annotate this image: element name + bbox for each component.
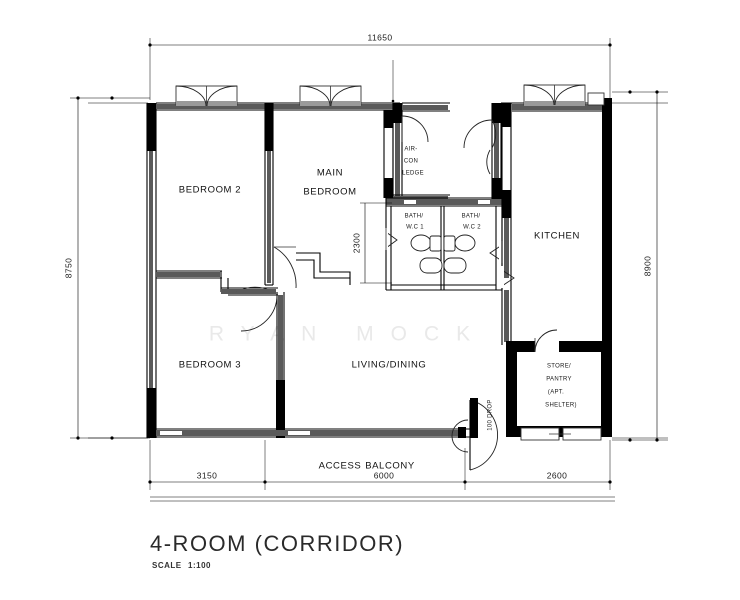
label-bath1-1: BATH/ <box>405 214 424 220</box>
window-bedroom-2 <box>175 85 238 107</box>
label-aircon-2: CON <box>404 159 418 165</box>
dimension-left-vertical-value: 8750 <box>63 258 73 279</box>
room-label-bedroom-2: BEDROOM 2 <box>179 185 241 196</box>
label-store-4: SHELTER) <box>545 403 577 409</box>
dimension-interior-value: 2300 <box>351 233 361 254</box>
entry-door-balcony: 100 DROP <box>451 398 499 471</box>
scale-label: SCALE <box>152 561 182 570</box>
label-bath1-2: W.C 1 <box>406 225 424 231</box>
drop-note: 100 DROP <box>488 399 494 430</box>
label-store-2: PANTRY <box>546 377 572 383</box>
dimension-bottom-chain: 3150 6000 2600 <box>148 440 612 490</box>
room-label-balcony: BALCONY <box>365 461 415 472</box>
label-store-1: STORE/ <box>547 364 571 370</box>
label-main-2: BEDROOM <box>303 187 356 198</box>
room-label-bedroom-3: BEDROOM 3 <box>179 360 241 371</box>
watermark: RYAN MOCK <box>209 323 487 346</box>
room-access-balcony: ACCESS BALCONY <box>319 461 415 472</box>
dimension-interior-2300: 2300 <box>351 202 392 284</box>
partition-bedroom2-main <box>264 103 274 286</box>
room-label-main-bedroom: MAIN BEDROOM <box>303 168 356 198</box>
label-store-3: (APT. <box>548 390 564 396</box>
room-store-pantry-label: STORE/ PANTRY (APT. SHELTER) <box>545 364 577 409</box>
dimension-overall-top: 11650 <box>148 32 612 100</box>
store-pantry-walls <box>506 329 612 441</box>
dimension-right-vertical: 8900 <box>612 90 668 442</box>
window-kitchen <box>523 84 605 106</box>
room-label-access: ACCESS <box>319 461 362 472</box>
dimension-bottom-left-value: 3150 <box>197 470 218 480</box>
scale-value: 1:100 <box>188 561 211 570</box>
door-swings-interior <box>236 246 297 332</box>
label-aircon-1: AIR- <box>404 147 417 153</box>
bottom-rule <box>150 496 615 502</box>
dimension-bottom-middle-value: 6000 <box>374 470 395 480</box>
room-label-kitchen: KITCHEN <box>534 231 580 242</box>
exterior-wall-bottom <box>156 427 470 438</box>
label-bath2-1: BATH/ <box>462 214 481 220</box>
label-main-1: MAIN <box>317 168 343 179</box>
room-aircon-ledge-label: AIR- CON LEDGE <box>402 147 424 177</box>
window-main-bedroom <box>299 85 362 107</box>
label-aircon-3: LEDGE <box>402 171 424 177</box>
room-bath-wc-1-label: BATH/ W.C 1 <box>405 214 424 231</box>
entry-corridor <box>463 103 502 200</box>
dimension-bottom-right-value: 2600 <box>547 470 568 480</box>
room-label-living-dining: LIVING/DINING <box>352 360 427 371</box>
dimension-overall-top-value: 11650 <box>367 32 392 42</box>
bathroom-fixtures <box>410 234 476 274</box>
survey-ticks <box>88 60 668 439</box>
drawing-title: 4-ROOM (CORRIDOR) <box>150 531 404 556</box>
room-bath-wc-2-label: BATH/ W.C 2 <box>462 214 481 231</box>
dimension-right-vertical-value: 8900 <box>642 256 652 277</box>
label-bath2-2: W.C 2 <box>463 225 481 231</box>
kitchen-walls <box>500 98 612 345</box>
dimension-left-vertical: 8750 <box>63 96 150 440</box>
